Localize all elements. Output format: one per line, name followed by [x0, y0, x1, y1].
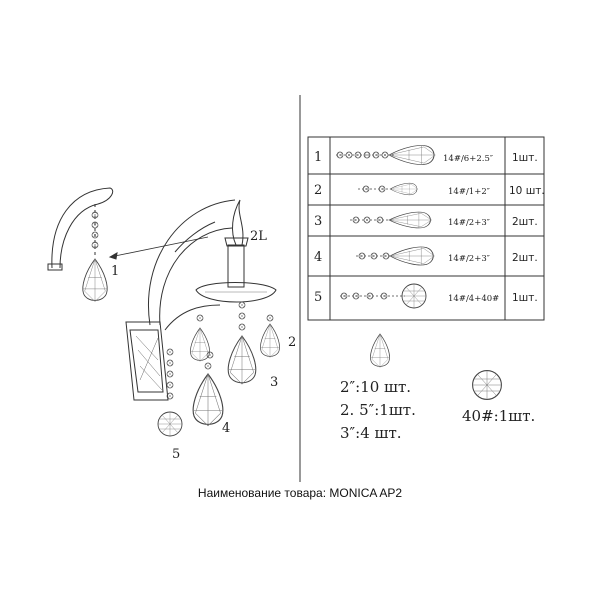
sconce-drawing	[47, 187, 280, 437]
callout-3: 3	[270, 375, 278, 390]
row-number: 5	[314, 290, 322, 305]
crystal-strand-icon	[350, 211, 433, 229]
crystal-strand-icon	[358, 182, 419, 196]
table-row: 4 14#/2+3″ 2шт.	[314, 246, 538, 266]
arm-upper-loop	[174, 221, 216, 253]
part-code: 14#/4+40#	[448, 294, 499, 304]
table-row: 2 14#/1+2″ 10 шт.	[314, 182, 545, 198]
crystal-strand-icon	[356, 246, 435, 266]
callout-1-pointer	[109, 236, 209, 258]
arm-low	[164, 304, 221, 331]
callout-2l: 2L	[250, 229, 267, 244]
ball-icon	[472, 370, 502, 400]
part-code: 14#/1+2″	[448, 187, 490, 197]
product-caption: Наименование товара: MONICA AP2	[197, 486, 403, 500]
summary-pendant-2-5in: 2. 5″:1шт.	[340, 401, 416, 419]
parts-table: 1 14#/6+2.5″ 1шт. 2 14#/1+2″ 10 шт. 3	[307, 136, 545, 321]
hook-part	[47, 187, 114, 303]
part-quantity: 10 шт.	[509, 185, 545, 197]
crystal-strand-icon	[336, 144, 436, 166]
callout-5: 5	[172, 447, 180, 462]
row-number: 2	[314, 183, 322, 198]
arm-main	[148, 199, 236, 326]
table-row: 3 14#/2+3″ 2шт.	[314, 211, 538, 229]
pendant-icon	[370, 333, 390, 368]
part-quantity: 2шт.	[512, 216, 538, 228]
callout-2: 2	[288, 335, 296, 350]
part-code: 14#/2+3″	[448, 254, 490, 264]
summary-pendant-3in: 3″:4 шт.	[340, 424, 402, 442]
row-number: 4	[314, 250, 322, 265]
part-quantity: 1шт.	[512, 292, 538, 304]
table-row: 5 14#/4+40# 1шт.	[314, 283, 538, 309]
part-quantity: 1шт.	[512, 152, 538, 164]
candle	[224, 199, 249, 288]
hanging-crystals	[157, 301, 280, 437]
summary-pendant-2in: 2″:10 шт.	[340, 378, 411, 396]
arm-inner	[159, 227, 233, 326]
callout-1: 1	[111, 264, 119, 279]
part-quantity: 2шт.	[512, 252, 538, 264]
table-row: 1 14#/6+2.5″ 1шт.	[314, 144, 538, 166]
crystal-strand-icon	[340, 283, 427, 309]
part-code: 14#/2+3″	[448, 218, 490, 228]
part-code: 14#/6+2.5″	[443, 154, 493, 164]
wall-plate	[125, 321, 169, 401]
row-number: 1	[314, 150, 322, 165]
row-number: 3	[314, 214, 322, 229]
bobeche	[195, 282, 277, 303]
callout-4: 4	[222, 421, 230, 436]
summary-ball: 40#:1шт.	[462, 407, 535, 425]
